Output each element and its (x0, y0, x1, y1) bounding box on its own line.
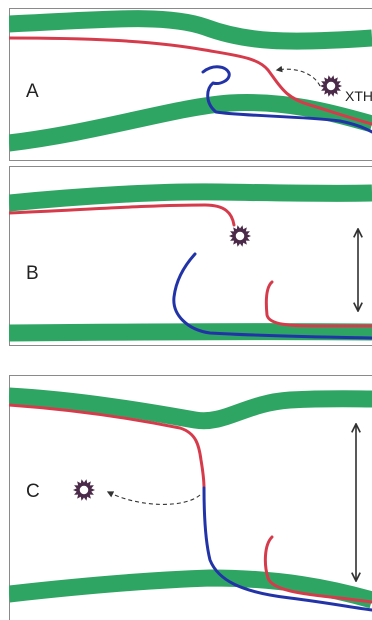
panel-c-dashed-arrow-icon (106, 491, 201, 505)
panel-c-letter: C (26, 481, 40, 502)
panel-c-xth-enzyme-icon (73, 479, 95, 501)
panel-c-red-chain-lower (263, 535, 372, 604)
panel-b-blue-chain (172, 252, 372, 340)
panel-c-blue-chain (202, 486, 372, 612)
enzyme-b-core (234, 230, 246, 242)
panel-c-red-chain-upper (9, 403, 206, 490)
panel-c-bottom-cell-wall (9, 569, 372, 609)
panel-a-bottom-cell-wall (9, 94, 372, 152)
enzyme-a-core (325, 80, 337, 92)
panel-a: XTH A (9, 8, 372, 161)
panel-a-blue-xyloglucan-chain (201, 65, 372, 134)
enzyme-c-core (78, 484, 90, 496)
panel-a-red-xyloglucan-chain (9, 36, 372, 126)
panel-b-red-chain-upper (9, 203, 236, 227)
panel-c-top-cell-wall (9, 387, 372, 430)
panel-b-letter: B (26, 263, 39, 284)
panel-b-xth-enzyme-icon (229, 225, 251, 247)
panel-a-letter: A (26, 81, 39, 102)
panel-b-bottom-cell-wall (9, 323, 372, 342)
panel-c: C (9, 375, 372, 620)
panel-a-xth-enzyme-icon (320, 75, 342, 97)
panel-b-top-cell-wall (9, 183, 372, 212)
panel-a-dashed-arrow-icon (275, 65, 321, 87)
panel-b: B (9, 166, 372, 346)
panel-b-red-chain-lower (264, 280, 372, 328)
panel-a-top-cell-wall (9, 10, 372, 50)
panel-a-xth-label: XTH (345, 88, 372, 104)
